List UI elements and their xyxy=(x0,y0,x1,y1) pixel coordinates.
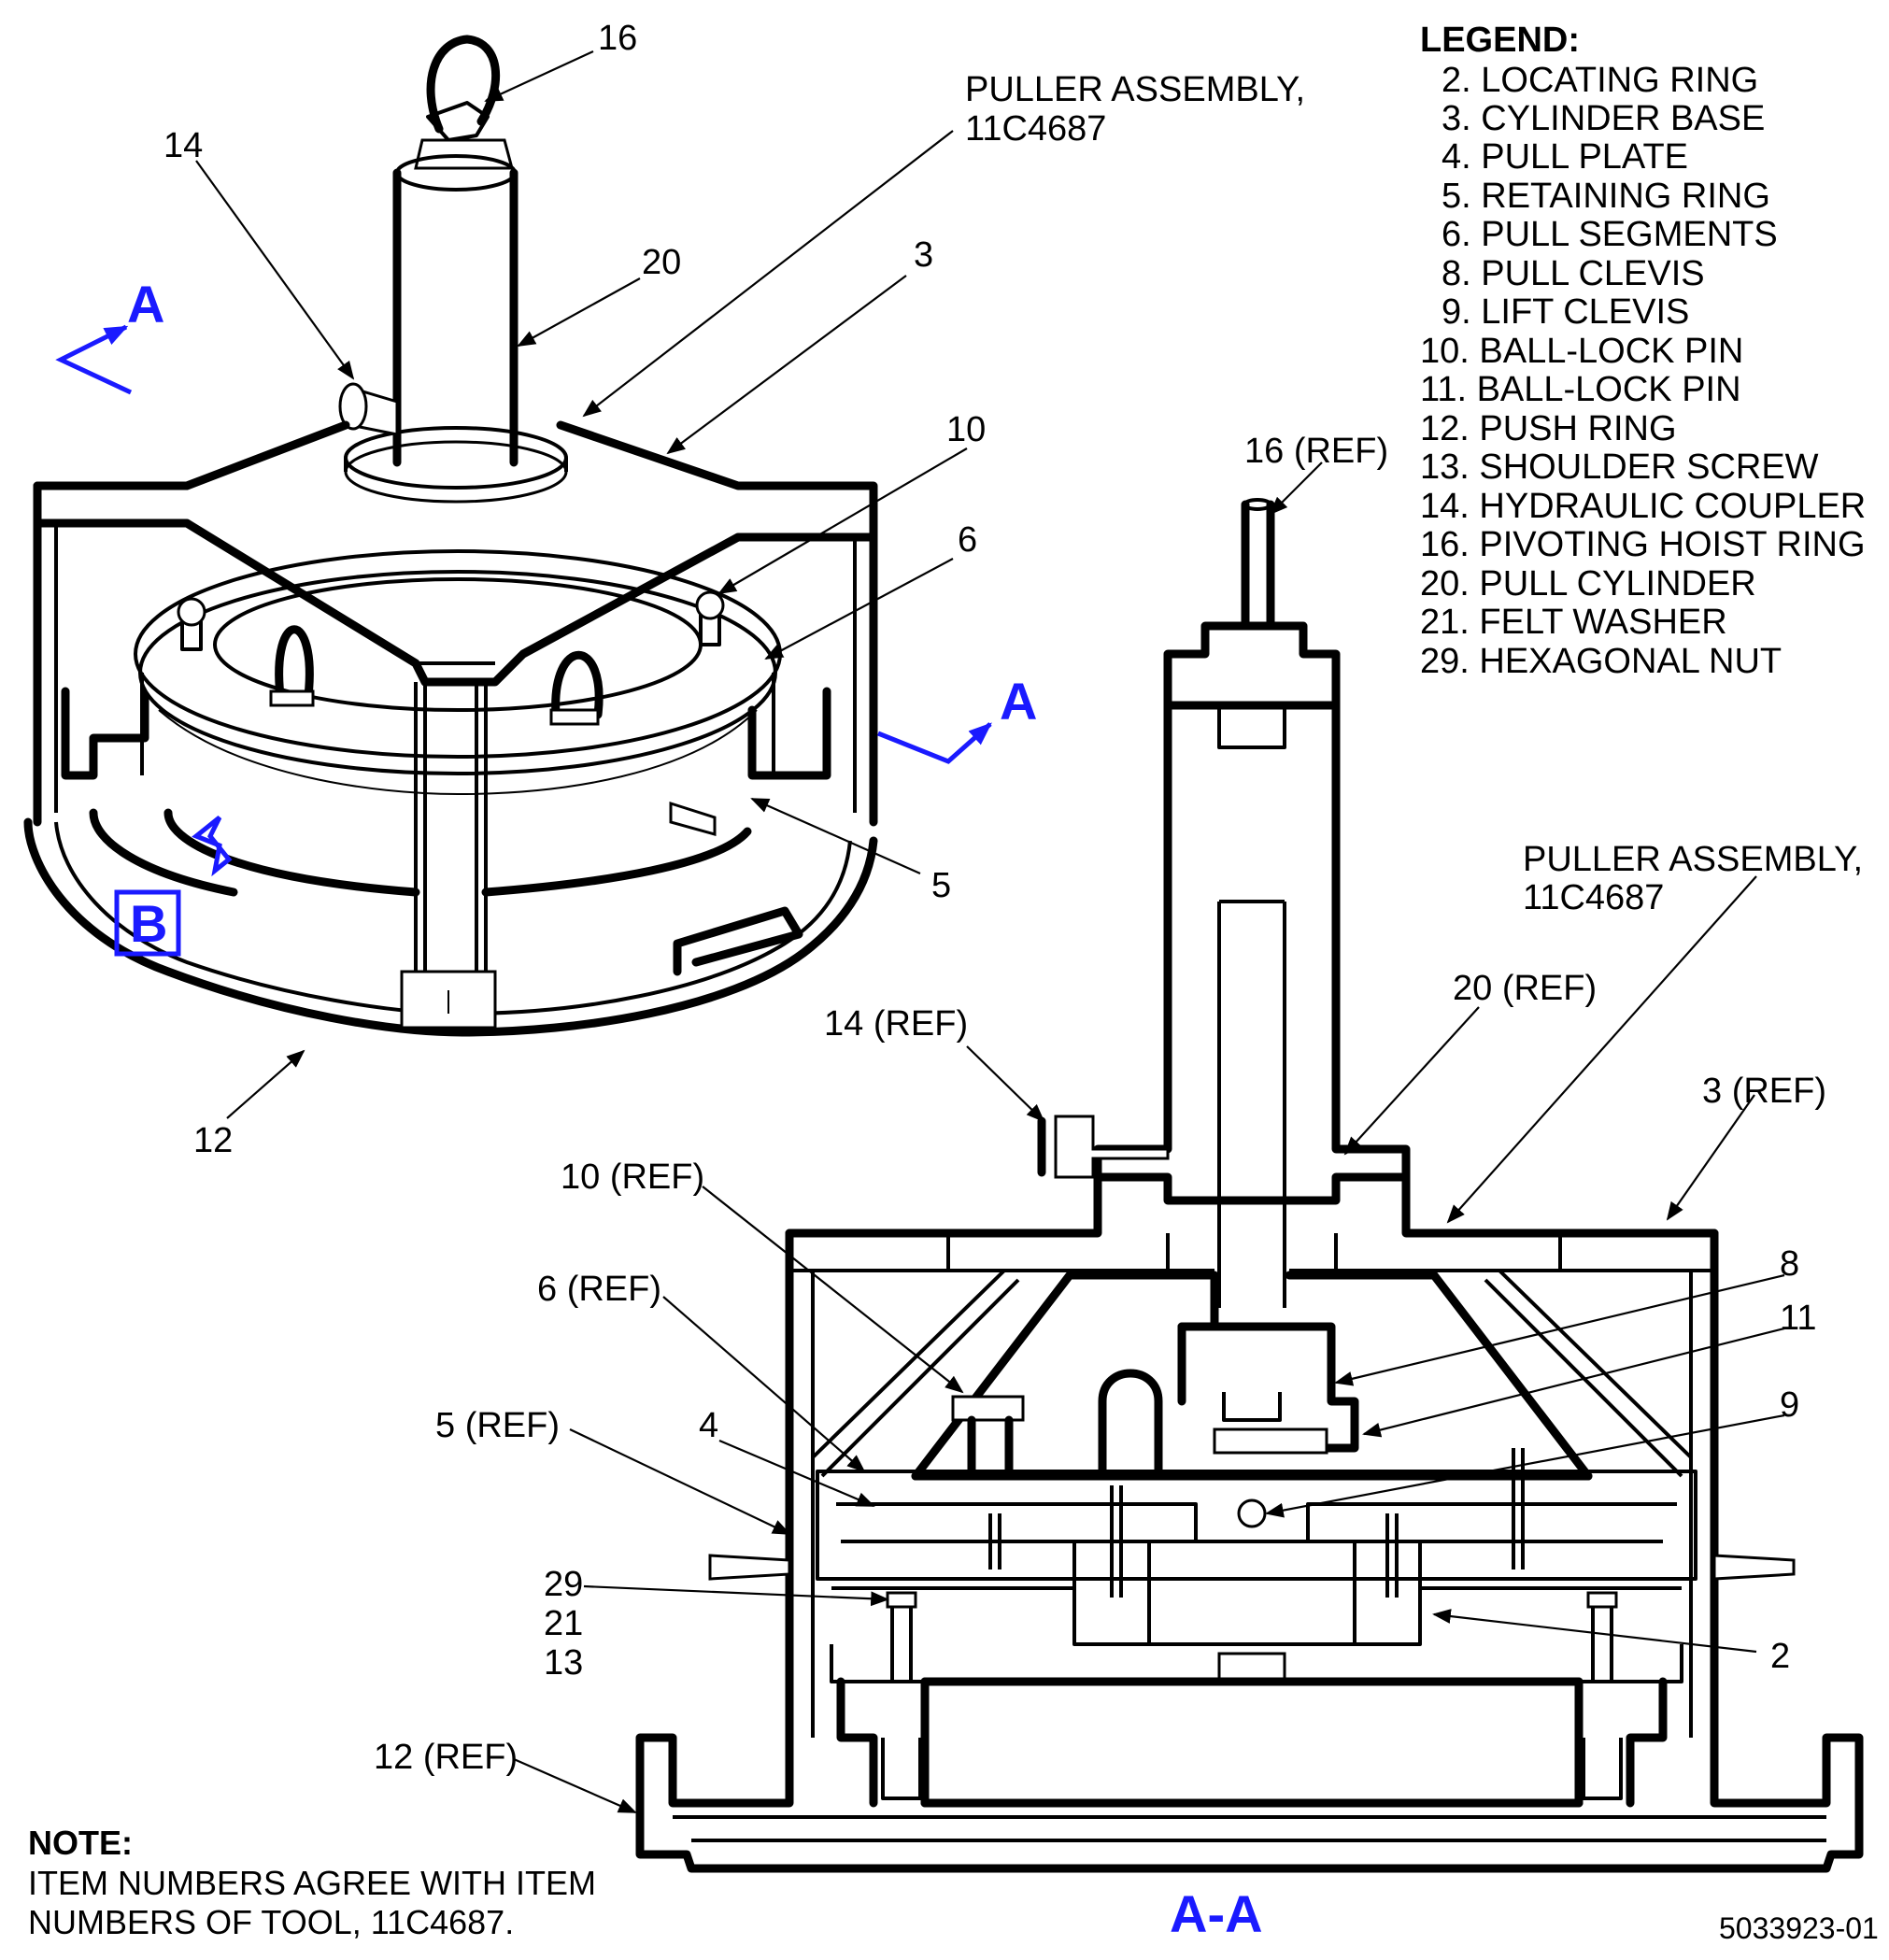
callout-8: 8 xyxy=(1780,1244,1799,1284)
callout-puller-line1: PULLER ASSEMBLY, xyxy=(965,70,1305,109)
iso-callouts: 16 14 PULLER ASSEMBLY, 11C4687 20 3 10 6… xyxy=(163,19,1305,1160)
section-callouts: 16 (REF) PULLER ASSEMBLY, 11C4687 20 (RE… xyxy=(374,432,1863,1777)
callout-21: 21 xyxy=(544,1604,583,1643)
view-marks: A A B A-A xyxy=(127,275,1263,1943)
callout-9: 9 xyxy=(1780,1385,1799,1425)
callout-4: 4 xyxy=(699,1406,718,1445)
callout-29: 29 xyxy=(544,1565,583,1604)
callout-13: 13 xyxy=(544,1643,583,1683)
legend-item: 20. PULL CYLINDER xyxy=(1420,564,1756,604)
callout-20-ref: 20 (REF) xyxy=(1453,969,1597,1008)
callout-12-ref: 12 (REF) xyxy=(374,1738,518,1777)
note-line-1: ITEM NUMBERS AGREE WITH ITEM xyxy=(28,1864,596,1902)
legend-item: 12. PUSH RING xyxy=(1420,409,1677,448)
legend-item: 3. CYLINDER BASE xyxy=(1442,99,1765,138)
legend-item: 29. HEXAGONAL NUT xyxy=(1420,642,1782,681)
section-cut-markers xyxy=(55,324,992,957)
legend-item: 6. PULL SEGMENTS xyxy=(1442,215,1778,254)
note-title: NOTE: xyxy=(28,1824,133,1862)
detail-b-label: B xyxy=(130,894,167,953)
legend-item: 5. RETAINING RING xyxy=(1442,177,1770,216)
section-title: A-A xyxy=(1170,1884,1263,1943)
legend-item: 21. FELT WASHER xyxy=(1420,603,1727,642)
callout-5-ref: 5 (REF) xyxy=(435,1406,560,1445)
legend-item: 13. SHOULDER SCREW xyxy=(1420,447,1819,487)
callout-puller-line1-section: PULLER ASSEMBLY, xyxy=(1523,840,1863,879)
callout-11: 11 xyxy=(1780,1299,1816,1338)
legend-item: 14. HYDRAULIC COUPLER xyxy=(1420,487,1866,526)
section-view xyxy=(635,498,1864,1873)
legend-item: 16. PIVOTING HOIST RING xyxy=(1420,525,1866,564)
callout-6-ref: 6 (REF) xyxy=(537,1270,661,1309)
callout-12: 12 xyxy=(193,1121,233,1160)
callout-puller-line2-section: 11C4687 xyxy=(1523,878,1664,917)
legend-item: 4. PULL PLATE xyxy=(1442,137,1688,177)
legend-item: 2. LOCATING RING xyxy=(1442,61,1758,100)
section-arrow-a-top-label: A xyxy=(127,275,164,334)
callout-3: 3 xyxy=(914,235,933,275)
isometric-view xyxy=(23,35,878,1037)
callout-10-ref: 10 (REF) xyxy=(561,1158,704,1197)
callout-3-ref: 3 (REF) xyxy=(1702,1072,1826,1111)
callout-16: 16 xyxy=(598,19,637,58)
legend: LEGEND: 2. LOCATING RING 3. CYLINDER BAS… xyxy=(1420,21,1866,681)
legend-item: 8. PULL CLEVIS xyxy=(1442,254,1705,293)
callout-2: 2 xyxy=(1770,1637,1790,1676)
callout-20: 20 xyxy=(642,243,681,282)
callout-puller-line2: 11C4687 xyxy=(965,109,1106,149)
legend-item: 9. LIFT CLEVIS xyxy=(1442,292,1689,332)
leader-lines xyxy=(195,50,1785,1814)
callout-10: 10 xyxy=(946,410,986,449)
legend-item: 11. BALL-LOCK PIN xyxy=(1420,370,1741,409)
callout-14-ref: 14 (REF) xyxy=(824,1004,968,1044)
legend-title: LEGEND: xyxy=(1420,21,1580,60)
detail-b-box xyxy=(114,889,181,957)
section-arrow-a-right-label: A xyxy=(1000,672,1037,731)
callout-5: 5 xyxy=(931,866,951,905)
callout-16-ref: 16 (REF) xyxy=(1244,432,1388,471)
callout-6: 6 xyxy=(958,520,977,560)
callout-14: 14 xyxy=(163,126,203,165)
note: NOTE: ITEM NUMBERS AGREE WITH ITEM NUMBE… xyxy=(28,1824,596,1941)
legend-item: 10. BALL-LOCK PIN xyxy=(1420,332,1743,371)
drawing-number: 5033923-01 xyxy=(1719,1911,1879,1945)
note-line-2: NUMBERS OF TOOL, 11C4687. xyxy=(28,1903,514,1941)
